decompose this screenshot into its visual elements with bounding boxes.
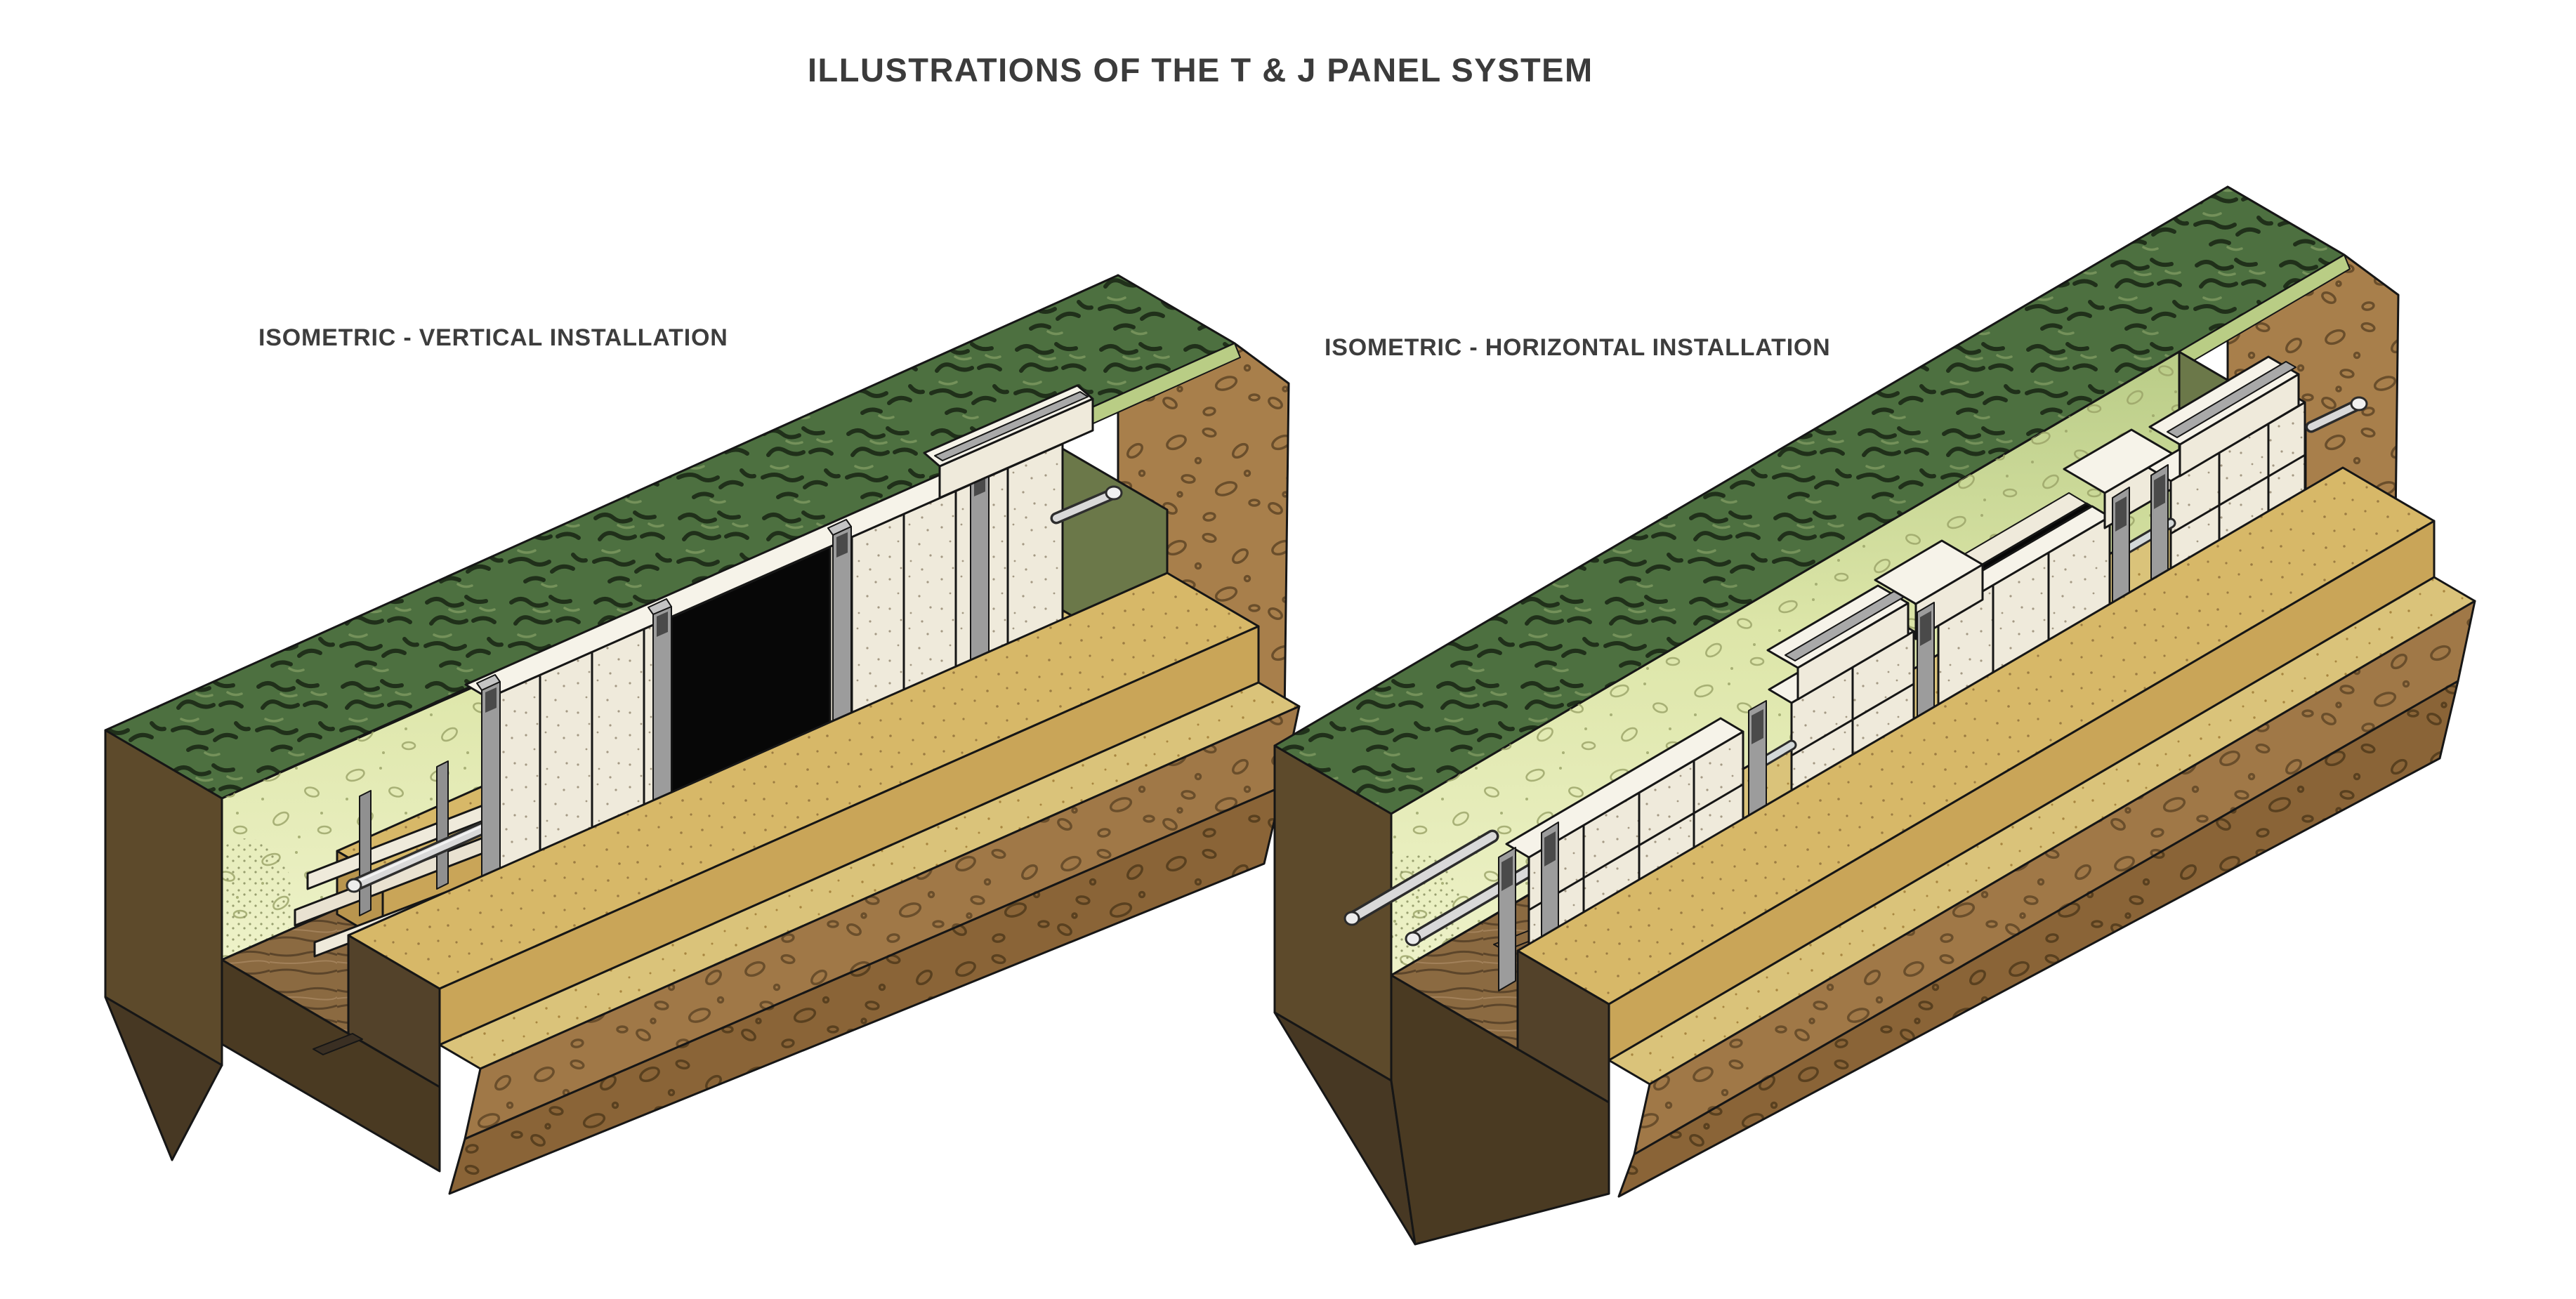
guide-post (436, 760, 449, 890)
caption-vertical-installation: ISOMETRIC - VERTICAL INSTALLATION (258, 324, 728, 351)
caption-horizontal-installation: ISOMETRIC - HORIZONTAL INSTALLATION (1325, 334, 1831, 361)
page-title: ILLUSTRATIONS OF THE T & J PANEL SYSTEM (808, 51, 1593, 88)
left-cut-faces (1273, 744, 1610, 1246)
guide-post (359, 790, 372, 916)
pipe-end-cap (1105, 485, 1123, 501)
panel-lid (2148, 355, 2300, 477)
vertical-installation-illustration (104, 274, 1301, 1195)
pipe-end-cap (346, 878, 362, 893)
timber-packer (313, 1033, 363, 1055)
top-beam (923, 384, 1094, 499)
pipe-stub-end (2305, 396, 2368, 433)
left-cut-faces (104, 729, 441, 1173)
connector-channels (476, 458, 990, 905)
horizontal-installation-illustration (1273, 185, 2476, 1246)
front-bench-and-soil (313, 572, 1301, 1195)
pipe-end-cap (1405, 931, 1421, 947)
front-bench-and-soil (1516, 466, 2476, 1198)
pipe-end-cap (1343, 911, 1360, 926)
horizontal-panel-groups (1505, 355, 2306, 964)
pipe-stub-end (1050, 485, 1123, 525)
pipe-end-cap (2350, 396, 2368, 411)
stipple-patch (1375, 854, 1462, 972)
stipple-patch (201, 838, 294, 962)
